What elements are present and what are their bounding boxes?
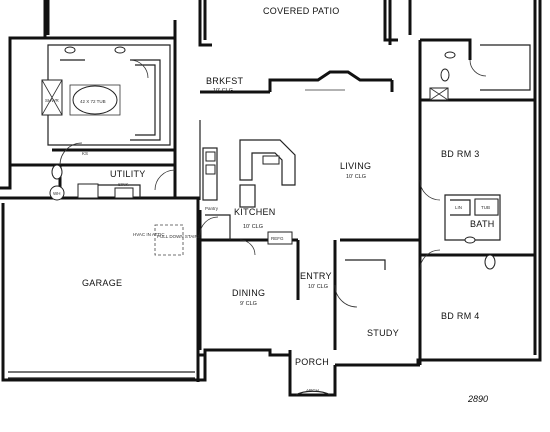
hvac-note: HVAC IN ATTIC <box>133 232 165 237</box>
refg-label: REFG <box>271 236 284 241</box>
dining-ceiling: 9' CLG <box>240 301 257 307</box>
kitchen-sink-icon <box>262 155 280 165</box>
bath-label: BATH <box>470 219 495 229</box>
covered-patio-label: COVERED PATIO <box>263 6 340 16</box>
door-swings <box>59 59 487 308</box>
lin-label: LIN <box>455 205 462 210</box>
sink-icon <box>64 46 76 54</box>
shower-note: SHWR <box>45 98 59 103</box>
cooktop-icon <box>205 164 216 175</box>
entry-ceiling: 10' CLG <box>308 284 328 290</box>
water-heater-icon <box>49 185 65 201</box>
study-label: STUDY <box>367 328 399 338</box>
kitchen-ceiling: 10' CLG <box>243 224 263 230</box>
refrigerator <box>267 231 293 245</box>
plan-number: 2890 <box>467 394 488 404</box>
kitchen-cabinets <box>202 147 218 201</box>
dining-label: DINING <box>232 288 265 298</box>
utility-sink-icon <box>114 187 134 199</box>
living-ceiling: 10' CLG <box>346 174 366 180</box>
bath-sink-icon <box>464 236 476 244</box>
sink-icon <box>114 46 126 54</box>
entry-label: ENTRY <box>300 271 332 281</box>
garage-label: GARAGE <box>82 278 122 288</box>
pantry-label: Pantry <box>205 206 219 211</box>
living-label: LIVING <box>340 161 371 171</box>
tub-size-note: 42 X 72 TUB <box>80 99 106 104</box>
tub-icon <box>72 85 118 115</box>
bath-tub-icon <box>474 198 499 216</box>
pull-down-note: PULL DOWN STAIRS <box>157 234 201 239</box>
sink-label: SINK <box>118 182 129 187</box>
upper-sink-icon <box>444 51 456 59</box>
porch-label: PORCH <box>295 357 329 367</box>
kitchen-counter <box>239 139 296 186</box>
water-heater-note: WH <box>53 191 61 196</box>
kitchen-label: KITCHEN <box>234 207 276 217</box>
fixtures <box>8 46 499 396</box>
arch-note: ARCH <box>306 388 319 393</box>
exterior-walls <box>0 0 542 397</box>
upper-toilet-icon <box>440 68 450 82</box>
bd-rm-4-label: BD RM 4 <box>441 311 480 321</box>
bd-rm-3-label: BD RM 3 <box>441 149 480 159</box>
washer-icon <box>77 183 99 199</box>
toilet-icon <box>51 164 63 180</box>
ks-note: KS <box>82 151 88 156</box>
brkfst-ceiling: 10' CLG <box>213 88 233 94</box>
utility-label: UTILITY <box>110 169 146 179</box>
notes: 42 X 72 TUB SHWR KS HVAC IN ATTIC PULL D… <box>45 98 319 393</box>
attic-stairs <box>154 224 184 256</box>
room-labels: COVERED PATIO BRKFST 10' CLG LIVING 10' … <box>82 6 495 367</box>
tub-label: TUB <box>481 205 490 210</box>
brkfst-label: BRKFST <box>206 76 244 86</box>
bath-toilet-icon <box>484 254 496 270</box>
oven-icon <box>205 151 216 162</box>
kitchen-island <box>239 184 256 208</box>
